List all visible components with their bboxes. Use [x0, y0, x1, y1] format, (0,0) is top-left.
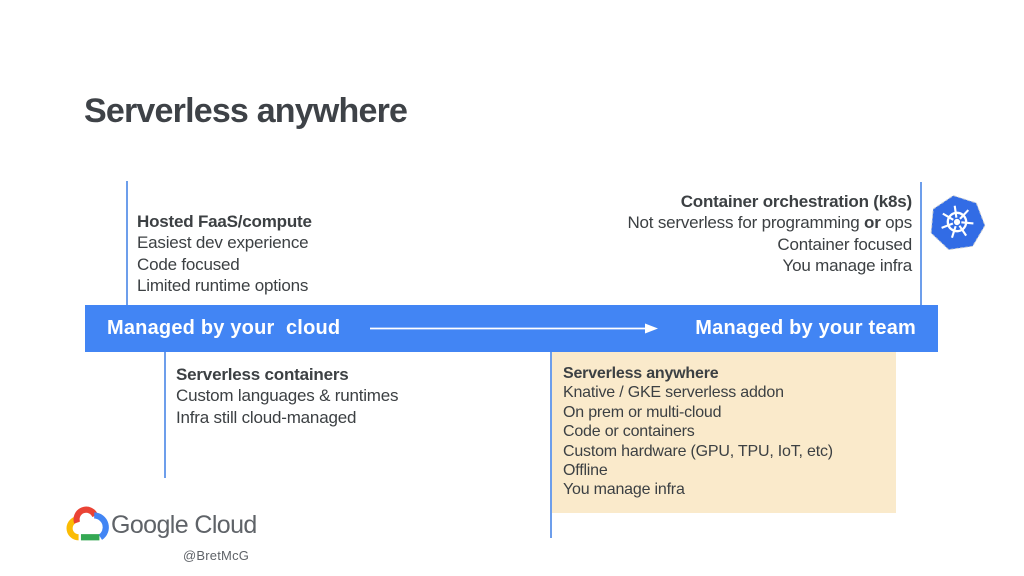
axis-right-label: Managed by your team	[695, 317, 916, 339]
quadrant-hosted-faas: Hosted FaaS/compute Easiest dev experien…	[137, 211, 312, 296]
quadrant-heading: Serverless containers	[176, 365, 349, 384]
quadrant-line: You manage infra	[782, 255, 913, 275]
quadrant-heading: Serverless anywhere	[563, 365, 719, 382]
quadrant-line: Limited runtime options	[137, 275, 309, 295]
quadrant-line: On prem or multi-cloud	[563, 403, 722, 421]
google-cloud-logo-icon	[66, 506, 109, 541]
quadrant-line: Infra still cloud-managed	[176, 407, 357, 427]
page-title: Serverless anywhere	[84, 92, 408, 130]
quadrant-container-orchestration: Container orchestration (k8s) Not server…	[627, 191, 912, 276]
connector-line-top-left	[126, 181, 128, 305]
quadrant-line: Not serverless for programming or ops	[627, 212, 912, 233]
kubernetes-icon	[930, 195, 986, 251]
quadrant-line: Container focused	[777, 234, 912, 254]
axis-left-label: Managed by your cloud	[107, 317, 341, 339]
connector-line-bottom-left	[164, 352, 166, 478]
quadrant-serverless-anywhere-callout: Serverless anywhere Knative / GKE server…	[552, 352, 896, 513]
connector-line-bottom-right	[550, 352, 552, 538]
quadrant-line: Code focused	[137, 254, 240, 274]
google-cloud-wordmark: Google Cloud	[111, 511, 257, 539]
quadrant-line: Knative / GKE serverless addon	[563, 384, 784, 402]
right-arrow-icon	[370, 323, 658, 334]
quadrant-heading: Hosted FaaS/compute	[137, 212, 312, 231]
connector-line-top-right	[920, 182, 922, 305]
quadrant-serverless-containers: Serverless containers Custom languages &…	[176, 364, 399, 428]
quadrant-heading: Container orchestration (k8s)	[680, 192, 913, 211]
quadrant-line: Custom hardware (GPU, TPU, IoT, etc)	[563, 442, 833, 460]
quadrant-line: Easiest dev experience	[137, 233, 309, 253]
quadrant-line: You manage infra	[563, 481, 685, 499]
quadrant-line: Custom languages & runtimes	[176, 386, 399, 406]
managed-axis-bar: Managed by your cloud Managed by your te…	[85, 305, 938, 352]
quadrant-line: Code or containers	[563, 423, 695, 441]
author-handle: @BretMcG	[183, 548, 250, 563]
line-text: Not serverless for programming	[627, 213, 865, 233]
line-text: ops	[880, 213, 912, 233]
line-bold-word: or	[864, 213, 881, 233]
quadrant-line: Offline	[563, 462, 608, 480]
